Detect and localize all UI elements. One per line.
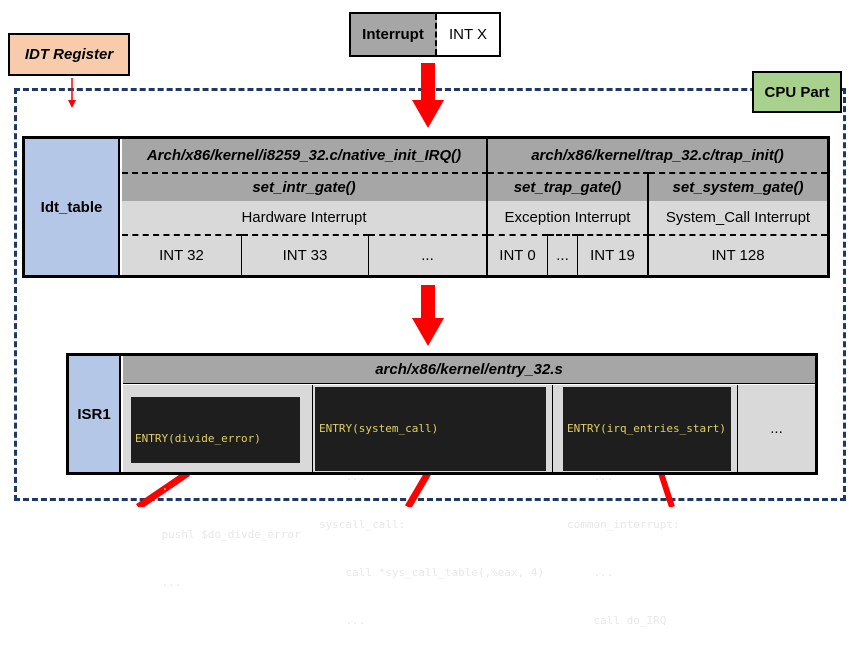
exception-interrupt-cell: Exception Interrupt: [488, 201, 649, 234]
isr-label: ISR1: [69, 356, 121, 472]
code-line: syscall_call:: [319, 518, 406, 531]
int-cell: INT 19: [578, 234, 649, 275]
idt-table-label: Idt_table: [25, 139, 120, 275]
red-line-middle: [404, 471, 432, 507]
system-call-interrupt-cell: System_Call Interrupt: [649, 201, 827, 234]
code-line: common_interrupt:: [567, 518, 680, 531]
code-line: ...: [135, 576, 182, 589]
isr-file-header: arch/x86/kernel/entry_32.s: [123, 356, 815, 384]
code-block-system-call: ENTRY(system_call) ... syscall_call: cal…: [315, 387, 546, 627]
gate-system-header: set_system_gate(): [649, 172, 827, 201]
int-x-label: INT X: [448, 26, 488, 43]
code-block-divide-error: ENTRY(divide_error) ... pushl $do_divde_…: [131, 397, 301, 589]
int-cell: INT 32: [122, 234, 242, 275]
cpu-part-label: CPU Part: [764, 83, 830, 101]
idt-register-box: IDT Register: [8, 33, 130, 76]
idt-table: Idt_table Arch/x86/kernel/i8259_32.c/nat…: [22, 136, 830, 278]
table-to-isr-arrow: [412, 285, 444, 346]
int-cell: ...: [369, 234, 488, 275]
idt-register-arrow: [68, 78, 76, 108]
code-line: ...: [319, 470, 366, 483]
file-header-right: arch/x86/kernel/trap_32.c/trap_init(): [488, 139, 827, 172]
isr-table: ISR1 arch/x86/kernel/entry_32.s ENTRY(di…: [66, 353, 818, 627]
isr-cell-ellipsis: ...: [738, 385, 815, 472]
code-line: ...: [567, 566, 614, 579]
code-line: call *sys_call_table(,%eax, 4): [319, 566, 545, 579]
interrupt-box: Interrupt INT X: [349, 12, 501, 57]
file-header-left: Arch/x86/kernel/i8259_32.c/native_init_I…: [122, 139, 488, 172]
code-block-irq: ENTRY(irq_entries_start) ... common_inte…: [563, 387, 731, 627]
int-cell: INT 128: [649, 234, 827, 275]
idt-register-label: IDT Register: [24, 46, 114, 63]
int-cell: ...: [548, 234, 578, 275]
arrows-layer: [68, 63, 675, 507]
code-line: ...: [567, 470, 614, 483]
isr-cell-irq: ENTRY(irq_entries_start) ... common_inte…: [553, 385, 738, 627]
code-line: ENTRY(divide_error): [135, 432, 261, 445]
code-line: pushl $do_divde_error: [135, 528, 301, 541]
interrupt-down-arrow: [412, 63, 444, 128]
int-cell: INT 33: [242, 234, 369, 275]
red-line-right: [658, 472, 675, 507]
isr-cell-system-call: ENTRY(system_call) ... syscall_call: cal…: [313, 385, 553, 627]
code-line: ENTRY(irq_entries_start): [567, 422, 726, 435]
hardware-interrupt-cell: Hardware Interrupt: [122, 201, 488, 234]
gate-trap-header: set_trap_gate(): [488, 172, 649, 201]
code-line: ENTRY(system_call): [319, 422, 439, 435]
int-cell: INT 0: [488, 234, 548, 275]
code-line: ...: [319, 614, 366, 627]
gate-intr-header: set_intr_gate(): [122, 172, 488, 201]
interrupt-label: Interrupt: [351, 14, 437, 55]
red-line-left: [136, 470, 190, 507]
code-line: call do_IRQ: [567, 614, 667, 627]
code-line: ...: [135, 480, 182, 493]
isr-cell-divide-error: ENTRY(divide_error) ... pushl $do_divde_…: [123, 385, 313, 589]
cpu-part-box: CPU Part: [752, 71, 842, 113]
